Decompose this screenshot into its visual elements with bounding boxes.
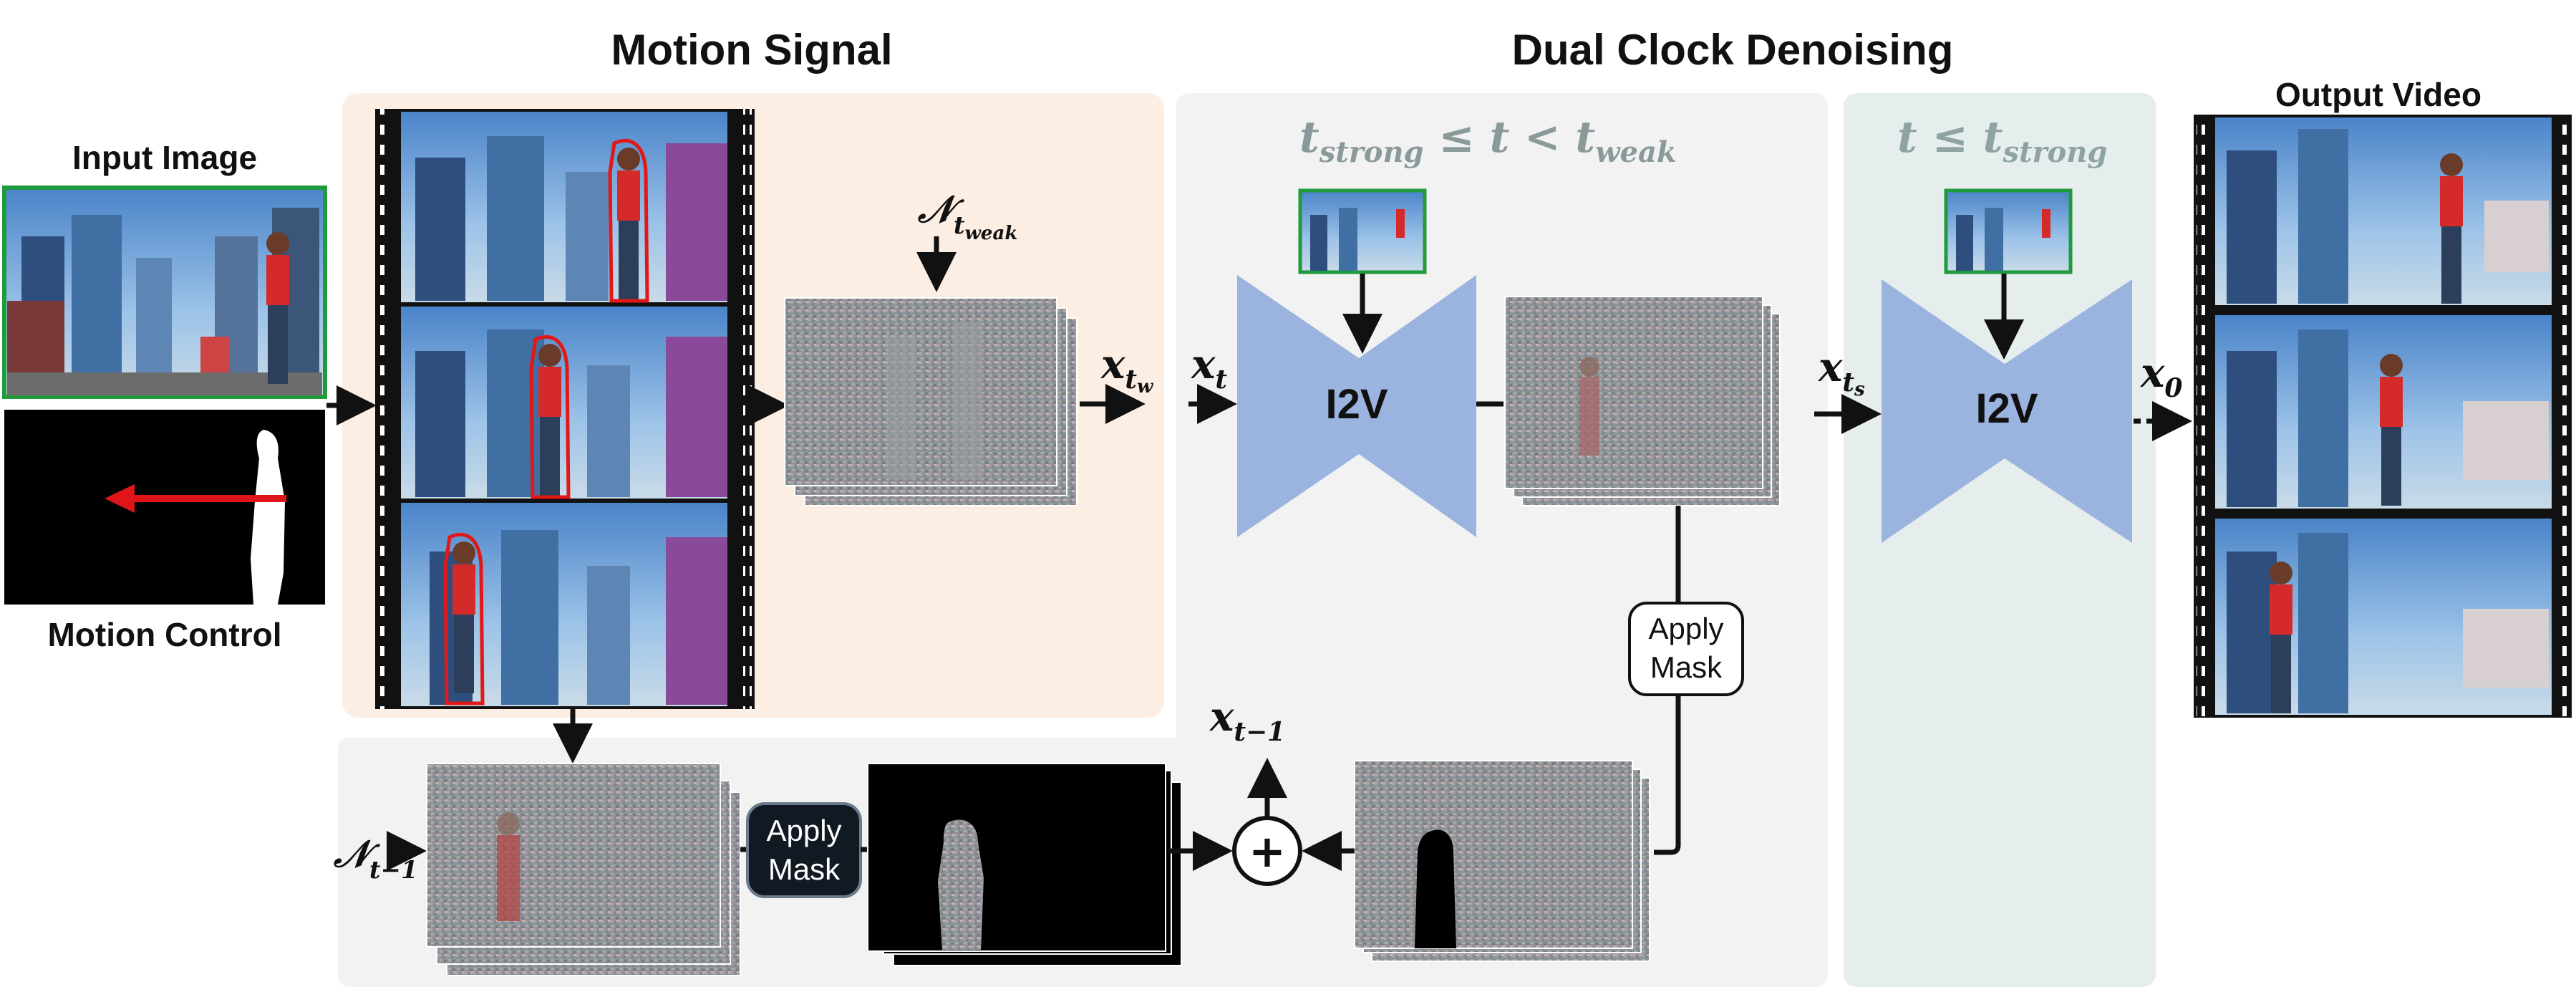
condition-image-1 — [1298, 188, 1427, 274]
motion-control-mask — [4, 410, 325, 605]
x-ts-label: xts — [1818, 344, 1865, 400]
weak-time-condition: tstrong ≤ t < tweak — [1299, 112, 1677, 169]
masked-denoised-stack — [1354, 760, 1650, 962]
apply-mask-box-left: Apply Mask — [746, 802, 862, 898]
denoised-latent-stack — [1504, 296, 1781, 506]
x-0-label: x0 — [2140, 350, 2182, 403]
dual-clock-title: Dual Clock Denoising — [1512, 26, 1954, 74]
motion-signal-title: Motion Signal — [611, 26, 892, 74]
i2v-label-1: I2V — [1325, 381, 1388, 428]
output-video-filmstrip — [2194, 115, 2572, 718]
motion-frames-filmstrip — [375, 109, 755, 709]
noisy-frames-stack-bottom — [426, 763, 741, 976]
noisy-latent-weak — [784, 297, 1078, 506]
strong-time-condition: t ≤ tstrong — [1897, 112, 2107, 169]
svg-text:Apply: Apply — [766, 814, 841, 847]
i2v-label-2: I2V — [1975, 385, 2038, 432]
svg-text:Apply: Apply — [1648, 612, 1723, 645]
sum-operator: + — [1232, 816, 1302, 886]
masked-frames-stack — [867, 763, 1182, 966]
svg-text:+: + — [1249, 825, 1286, 877]
svg-text:Mask: Mask — [768, 852, 841, 886]
apply-mask-box-right: Apply Mask — [1628, 602, 1744, 696]
condition-image-2 — [1944, 188, 2073, 274]
output-video-label: Output Video — [2275, 76, 2481, 113]
svg-text:Mask: Mask — [1650, 650, 1723, 684]
x-tm1-label: xt−1 — [1209, 693, 1285, 747]
connector-applymask-to-masked-stack — [1654, 695, 1681, 855]
input-image — [2, 186, 327, 399]
input-image-label: Input Image — [72, 139, 257, 176]
i2v-model-1: I2V — [1237, 275, 1476, 537]
motion-control-label: Motion Control — [47, 616, 281, 653]
i2v-model-2: I2V — [1882, 279, 2132, 543]
